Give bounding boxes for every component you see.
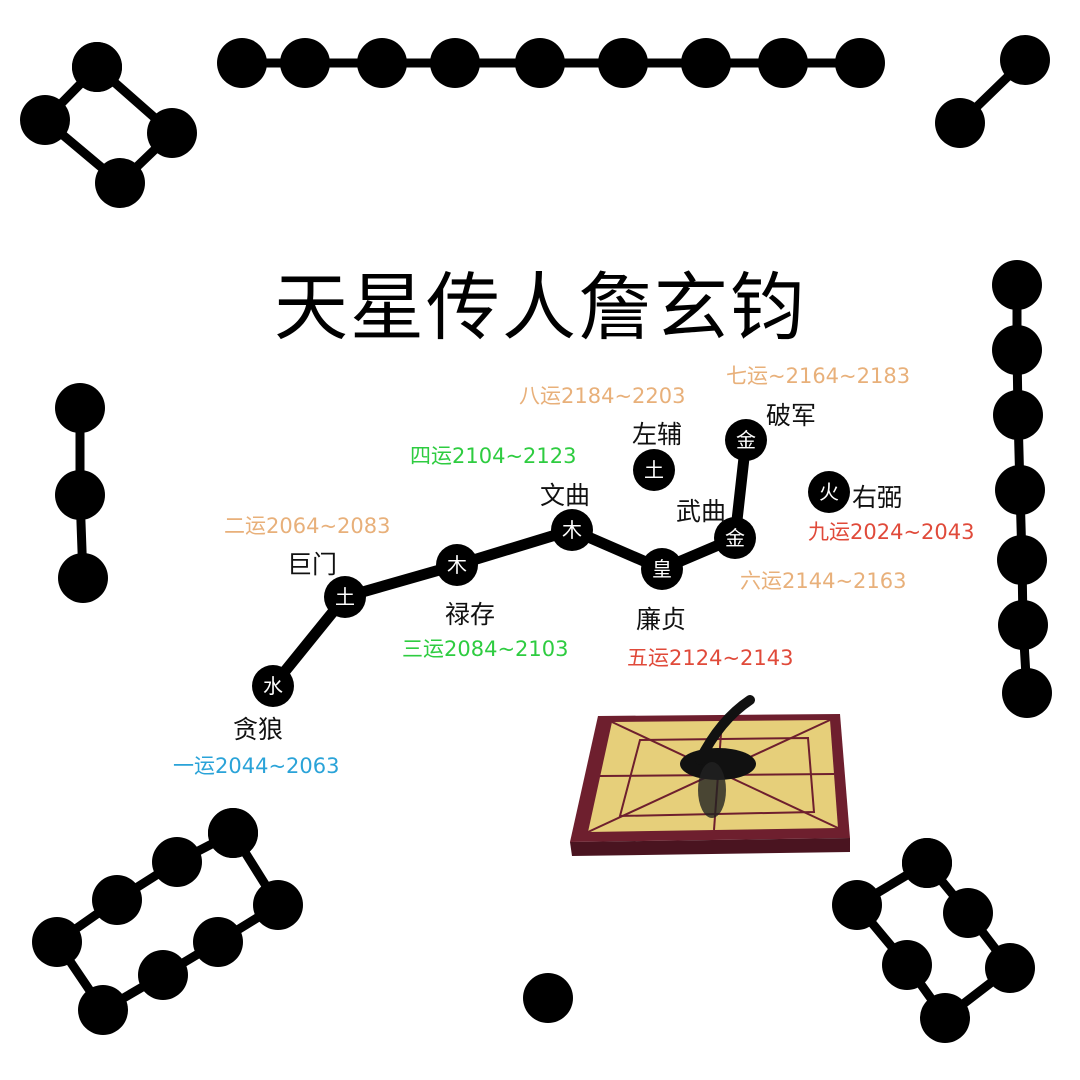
chain-dot bbox=[943, 888, 993, 938]
chain-dot bbox=[193, 917, 243, 967]
chain-dot bbox=[147, 108, 197, 158]
period-label: 二运2064~2083 bbox=[224, 514, 391, 538]
chain-dot bbox=[758, 38, 808, 88]
chain-dot bbox=[681, 38, 731, 88]
element-glyph: 木 bbox=[562, 518, 582, 542]
star-node: 金 bbox=[725, 419, 767, 461]
element-glyph: 水 bbox=[263, 674, 283, 698]
star-node: 火 bbox=[808, 471, 850, 513]
chain-dot bbox=[152, 837, 202, 887]
element-glyph: 火 bbox=[819, 480, 839, 504]
star-node: 金 bbox=[714, 517, 756, 559]
star-name: 破军 bbox=[766, 401, 817, 430]
element-glyph: 金 bbox=[736, 428, 756, 452]
chain-dot bbox=[985, 943, 1035, 993]
star-name: 左辅 bbox=[632, 420, 683, 449]
period-label: 七运~2164~2183 bbox=[726, 364, 911, 388]
star-node: 木 bbox=[551, 509, 593, 551]
chain-dot bbox=[1002, 668, 1052, 718]
chain-dot bbox=[58, 553, 108, 603]
star-node: 木 bbox=[436, 544, 478, 586]
page-title: 天星传人詹玄钧 bbox=[274, 265, 806, 351]
element-glyph: 皇 bbox=[652, 557, 672, 581]
chain-dot bbox=[920, 993, 970, 1043]
star-node: 水 bbox=[252, 665, 294, 707]
chain-dot bbox=[32, 917, 82, 967]
chain-dot bbox=[217, 38, 267, 88]
element-glyph: 金 bbox=[725, 526, 745, 550]
period-label: 八运2184~2203 bbox=[519, 384, 686, 408]
chain-dot bbox=[902, 838, 952, 888]
chain-dot bbox=[138, 950, 188, 1000]
star-node: 土 bbox=[324, 576, 366, 618]
element-glyph: 土 bbox=[335, 585, 355, 609]
chain-dot bbox=[20, 95, 70, 145]
star-name: 贪狼 bbox=[233, 715, 284, 744]
period-label: 六运2144~2163 bbox=[740, 569, 907, 593]
period-label: 五运2124~2143 bbox=[627, 646, 794, 670]
chain-dot bbox=[992, 260, 1042, 310]
star-name: 禄存 bbox=[445, 600, 496, 629]
chain-dot bbox=[357, 38, 407, 88]
chain-dot bbox=[998, 600, 1048, 650]
chain-dot bbox=[55, 383, 105, 433]
period-label: 四运2104~2123 bbox=[410, 444, 577, 468]
chain-dot bbox=[1000, 35, 1050, 85]
star-name: 右弼 bbox=[852, 483, 903, 512]
chain-dot bbox=[882, 940, 932, 990]
chain-dot bbox=[935, 98, 985, 148]
chain-dot bbox=[95, 158, 145, 208]
chain-dot bbox=[832, 880, 882, 930]
period-label: 三运2084~2103 bbox=[402, 637, 569, 661]
chain-dot bbox=[598, 38, 648, 88]
chain-dot bbox=[280, 38, 330, 88]
star-name: 廉贞 bbox=[636, 605, 687, 634]
period-label: 一运2044~2063 bbox=[173, 754, 340, 778]
chain-dot bbox=[515, 38, 565, 88]
chain-dot bbox=[992, 325, 1042, 375]
star-node: 土 bbox=[633, 449, 675, 491]
chain-dot bbox=[253, 880, 303, 930]
chain-dot bbox=[55, 470, 105, 520]
chain-dot bbox=[78, 985, 128, 1035]
chain-dot bbox=[208, 808, 258, 858]
star-name: 巨门 bbox=[287, 550, 338, 579]
chain-dot bbox=[997, 535, 1047, 585]
element-glyph: 土 bbox=[644, 458, 664, 482]
chain-dot bbox=[430, 38, 480, 88]
chain-dot bbox=[993, 390, 1043, 440]
period-label: 九运2024~2043 bbox=[808, 520, 975, 544]
star-name: 武曲 bbox=[676, 497, 727, 526]
chain-dot bbox=[92, 875, 142, 925]
element-glyph: 木 bbox=[447, 553, 467, 577]
chain-dot bbox=[835, 38, 885, 88]
compass-image bbox=[570, 695, 850, 856]
chain-dot bbox=[995, 465, 1045, 515]
star-name: 文曲 bbox=[540, 481, 591, 510]
chain-dot bbox=[523, 973, 573, 1023]
star-node: 皇 bbox=[641, 548, 683, 590]
chain-dot bbox=[72, 42, 122, 92]
